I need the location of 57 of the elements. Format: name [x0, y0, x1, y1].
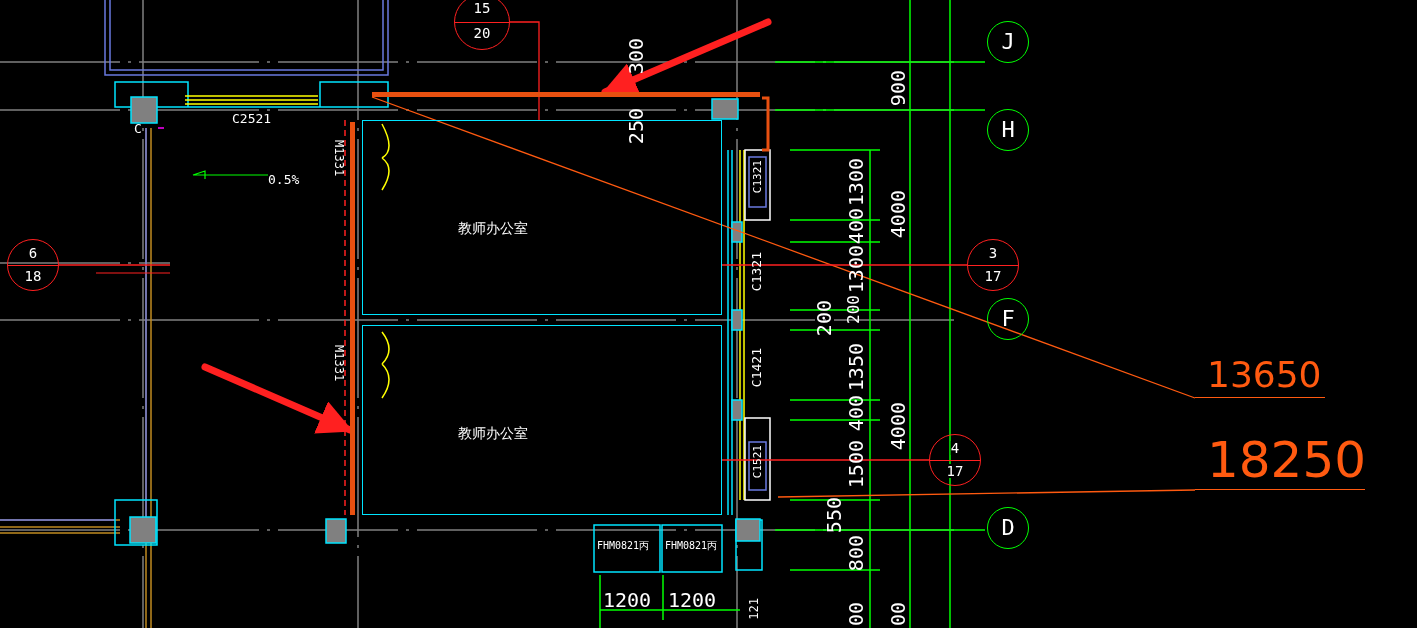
leader-line — [777, 489, 1196, 498]
index-number: 4 — [950, 441, 960, 455]
index-number: 3 — [988, 246, 998, 260]
dimension-text: 400 — [846, 208, 866, 245]
wall-segment — [372, 92, 760, 97]
dimension-text: 1350 — [846, 343, 866, 392]
wall-segment — [350, 122, 355, 515]
axis-letter: F — [1001, 308, 1015, 330]
index-number: 17 — [984, 269, 1002, 283]
slope-text: 0.5% — [268, 173, 300, 186]
dimension-text: 1200 — [668, 590, 717, 610]
window-code: C1521 — [752, 445, 763, 479]
index-number: 20 — [473, 26, 491, 41]
axis-letter: D — [1001, 517, 1015, 539]
door-code: FHM0821丙 — [665, 541, 718, 551]
dimension-text: 1500 — [846, 440, 866, 489]
section-cut-line — [58, 264, 171, 266]
index-number: 17 — [946, 464, 964, 478]
window-code: C1321 — [750, 252, 763, 292]
dimension-text: 00 — [846, 602, 866, 627]
dimension-text: 400 — [846, 395, 866, 432]
dimension-text: 4000 — [888, 190, 908, 239]
window-code: C2521 — [232, 112, 272, 125]
index-number: 15 — [473, 1, 491, 16]
section-cut-line — [721, 459, 930, 461]
dimension-text: 200 — [846, 295, 862, 324]
dimension-text: 4000 — [888, 402, 908, 451]
dimension-text: 1300 — [846, 245, 866, 294]
room-name: 教师办公室 — [458, 426, 528, 440]
window-code: C — [134, 122, 142, 135]
window-code: 121 — [748, 598, 760, 620]
door-code: M1331 — [333, 345, 345, 382]
door-code: FHM0821丙 — [597, 541, 650, 551]
elevation-value: 18250 — [1207, 435, 1367, 485]
elevation-value: 13650 — [1207, 357, 1322, 393]
dimension-text: 550 — [824, 497, 844, 534]
section-cut-line — [509, 21, 540, 121]
window-code: C1321 — [752, 160, 763, 194]
door-code: M1331 — [333, 140, 345, 177]
axis-letter: J — [1001, 31, 1015, 53]
window-code: C1421 — [750, 348, 763, 388]
dimension-text: 1200 — [603, 590, 652, 610]
dimension-text: 00 — [888, 602, 908, 627]
dimension-text: 300 — [626, 38, 646, 75]
dimension-text: 1300 — [846, 158, 866, 207]
room-name: 教师办公室 — [458, 221, 528, 235]
section-cut-line — [721, 264, 968, 266]
dimension-text: 900 — [888, 70, 908, 107]
leader-line — [371, 96, 1196, 399]
room-outline — [362, 325, 722, 515]
index-number: 6 — [28, 246, 38, 260]
dimension-text: 800 — [846, 535, 866, 572]
index-number: 18 — [24, 269, 42, 283]
leader-text — [1195, 358, 1325, 398]
axis-letter: H — [1001, 119, 1015, 141]
dimension-text: 250 — [626, 108, 646, 145]
dimension-text: 200 — [814, 300, 834, 337]
